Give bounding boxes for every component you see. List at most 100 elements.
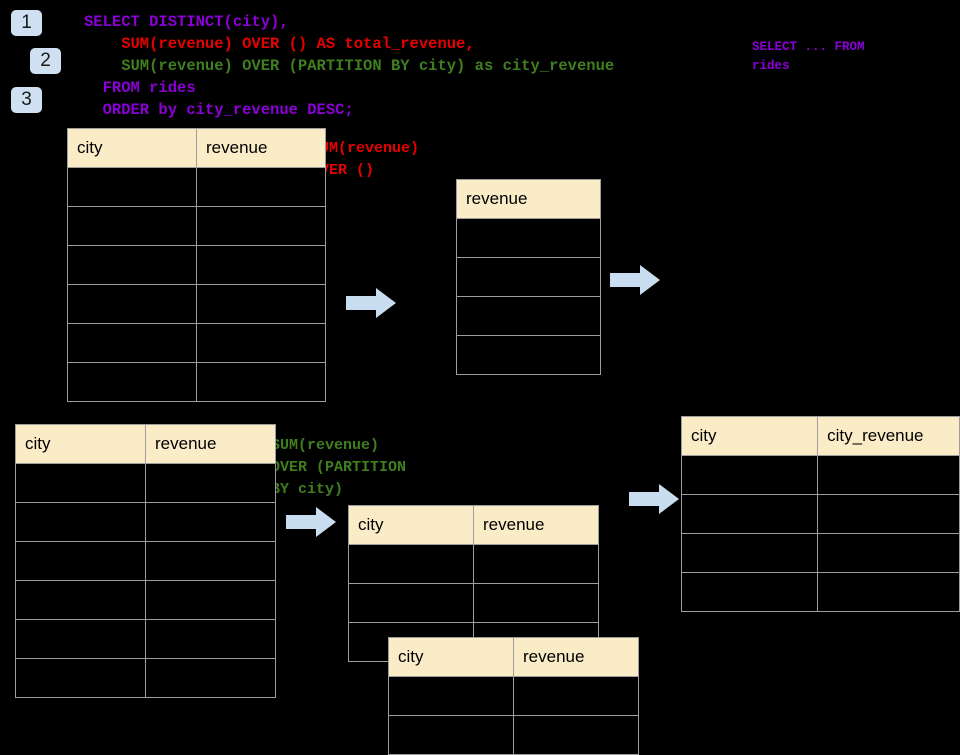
cell	[388, 676, 514, 716]
source-query-line-2: rides	[752, 59, 790, 73]
annotation-over-empty: SUM(revenue) OVER ()	[311, 140, 420, 179]
cell	[15, 619, 146, 659]
cell	[145, 619, 276, 659]
arrow-to-total-revenue-icon	[346, 288, 396, 318]
cell	[513, 715, 639, 755]
source-query-line-1: SELECT ... FROM	[752, 40, 865, 54]
arrow-to-result-icon	[629, 484, 679, 514]
table-row	[348, 544, 599, 584]
column-header-revenue: revenue	[145, 424, 276, 464]
column-header-city: city	[67, 128, 197, 168]
cell	[680, 455, 819, 495]
table-partition-b: city revenue	[388, 637, 639, 755]
cell	[196, 284, 326, 324]
table-row	[456, 296, 601, 336]
cell	[456, 257, 601, 297]
table-header-row: city revenue	[67, 128, 326, 168]
table-row	[456, 335, 601, 375]
cell	[15, 502, 146, 542]
cell	[145, 541, 276, 581]
cell	[196, 245, 326, 285]
diagram-canvas: 1 2 3 SELECT DISTINCT(city), SUM(revenue…	[11, 10, 960, 755]
table-row	[67, 284, 326, 324]
table-header-row: city revenue	[348, 505, 599, 545]
table-row	[15, 541, 276, 581]
column-header-revenue: revenue	[473, 505, 599, 545]
sql-line-3: SUM(revenue) OVER (PARTITION BY city) as…	[84, 57, 615, 75]
table-row	[67, 245, 326, 285]
cell	[680, 533, 819, 573]
column-header-revenue: revenue	[196, 128, 326, 168]
table-row	[680, 455, 960, 495]
cell	[348, 544, 474, 584]
source-query-label: SELECT ... FROM rides	[752, 38, 865, 76]
cell	[817, 572, 960, 612]
cell	[456, 218, 601, 258]
table-total-revenue: revenue	[456, 179, 601, 375]
table-row	[15, 619, 276, 659]
cell	[817, 455, 960, 495]
table-row	[680, 494, 960, 534]
table-header-row: city city_revenue	[680, 416, 960, 456]
sql-line-1: SELECT DISTINCT(city),	[84, 13, 289, 31]
table-header-row: city revenue	[388, 637, 639, 677]
cell	[456, 296, 601, 336]
column-header-city-revenue: city_revenue	[817, 416, 960, 456]
cell	[196, 323, 326, 363]
cell	[817, 494, 960, 534]
table-row	[15, 580, 276, 620]
table-row	[680, 572, 960, 612]
table-row	[348, 583, 599, 623]
cell	[513, 676, 639, 716]
cell	[15, 463, 146, 503]
cell	[145, 658, 276, 698]
cell	[145, 502, 276, 542]
table-source-top: city revenue	[67, 128, 326, 402]
cell	[67, 362, 197, 402]
annotation-over-partition: SUM(revenue) OVER (PARTITION BY city)	[271, 437, 407, 498]
table-result: city city_revenue	[680, 416, 960, 612]
arrow-to-partition-icon	[286, 507, 336, 537]
cell	[473, 544, 599, 584]
cell	[67, 245, 197, 285]
cell	[15, 658, 146, 698]
sql-line-4: FROM rides	[84, 79, 196, 97]
table-row	[67, 323, 326, 363]
cell	[196, 362, 326, 402]
table-row	[67, 362, 326, 402]
cell	[145, 580, 276, 620]
sql-query-block: SELECT DISTINCT(city), SUM(revenue) OVER…	[84, 11, 614, 121]
table-source-bottom: city revenue	[15, 424, 276, 698]
table-header-row: city revenue	[15, 424, 276, 464]
sql-line-2: SUM(revenue) OVER () AS total_revenue,	[84, 35, 475, 53]
cell	[456, 335, 601, 375]
cell	[15, 580, 146, 620]
step-badge-2: 2	[30, 48, 61, 74]
sql-line-5: ORDER by city_revenue DESC;	[84, 101, 354, 119]
cell	[348, 583, 474, 623]
column-header-city: city	[348, 505, 474, 545]
table-row	[15, 658, 276, 698]
cell	[145, 463, 276, 503]
cell	[388, 715, 514, 755]
cell	[196, 206, 326, 246]
table-partition-a: city revenue	[348, 505, 599, 662]
column-header-revenue: revenue	[456, 179, 601, 219]
cell	[680, 494, 819, 534]
arrow-from-total-revenue-icon	[610, 265, 660, 295]
table-row	[67, 167, 326, 207]
table-row	[456, 257, 601, 297]
cell	[67, 167, 197, 207]
table-row	[388, 715, 639, 755]
cell	[67, 284, 197, 324]
column-header-city: city	[680, 416, 819, 456]
table-row	[15, 502, 276, 542]
table-row	[680, 533, 960, 573]
column-header-revenue: revenue	[513, 637, 639, 677]
table-row	[67, 206, 326, 246]
step-badge-1: 1	[11, 10, 42, 36]
table-row	[388, 676, 639, 716]
column-header-city: city	[15, 424, 146, 464]
table-header-row: revenue	[456, 179, 601, 219]
cell	[15, 541, 146, 581]
